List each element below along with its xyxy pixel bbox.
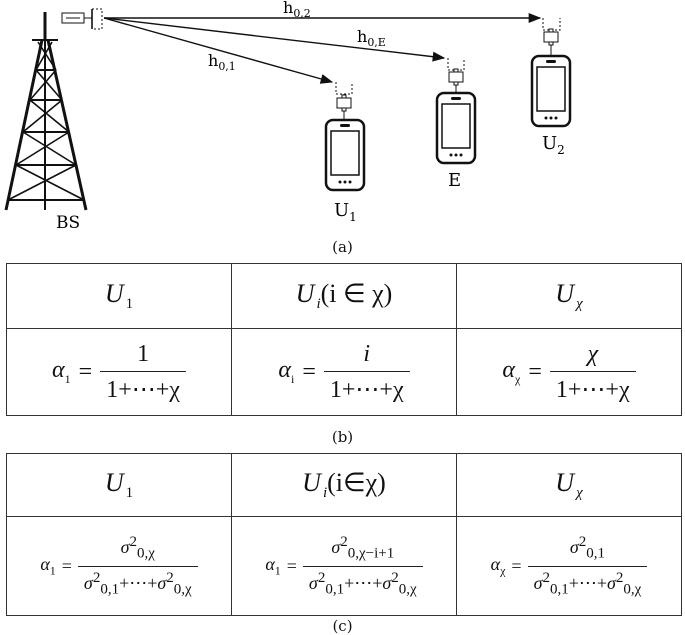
formula-cell: α1= σ20,χ−i+1 σ20,1+⋯+σ20,χ bbox=[231, 516, 457, 616]
channel-arrow-h0E bbox=[103, 17, 446, 62]
user-u2-antenna-icon bbox=[542, 18, 561, 56]
channel-label-h01: h0,1 bbox=[208, 51, 236, 73]
formula-cell: αχ= σ20,1 σ20,1+⋯+σ20,χ bbox=[456, 516, 682, 616]
bs-antenna-icon bbox=[61, 8, 103, 30]
caption-b: (b) bbox=[331, 428, 354, 446]
caption-a: (a) bbox=[332, 238, 353, 256]
user-u2-label: U2 bbox=[542, 133, 565, 157]
user-u1-label: U1 bbox=[334, 200, 357, 224]
bs-label: BS bbox=[56, 213, 80, 233]
channel-label-h0E: h0,E bbox=[357, 27, 386, 49]
eavesdropper-antenna-icon bbox=[447, 58, 465, 93]
eavesdropper-label: E bbox=[448, 170, 461, 191]
formula-cell: α1= σ20,χ σ20,1+⋯+σ20,χ bbox=[6, 516, 232, 616]
eavesdropper-phone-icon bbox=[435, 91, 477, 165]
user-u1-antenna-icon bbox=[335, 82, 353, 120]
user-u2-phone-icon bbox=[530, 54, 572, 128]
channel-label-h02: h0,2 bbox=[283, 0, 311, 20]
caption-c: (c) bbox=[332, 617, 353, 635]
system-model-diagram: h0,2 h0,E h0,1 U1 E U2 BS bbox=[4, 0, 572, 233]
user-u1-phone-icon bbox=[324, 118, 366, 192]
channel-arrow-h01 bbox=[103, 17, 334, 84]
base-station-tower-icon bbox=[4, 12, 88, 211]
